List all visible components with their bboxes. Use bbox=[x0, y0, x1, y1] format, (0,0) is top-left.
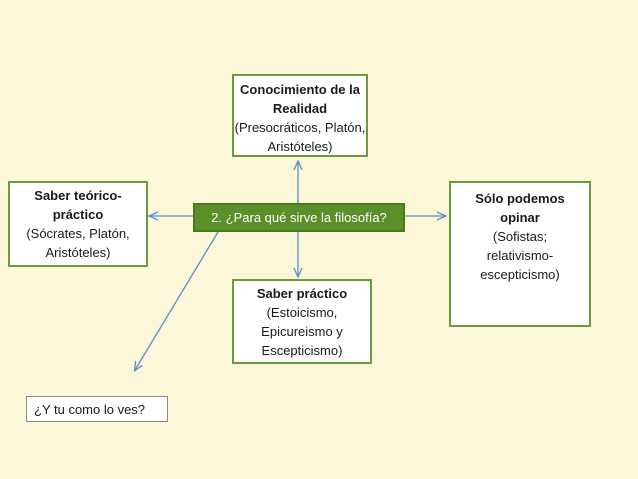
node-center: 2. ¿Para qué sirve la filosofía? bbox=[193, 203, 405, 232]
node-bottom-title: Saber práctico bbox=[256, 286, 348, 301]
node-right-title: Sólo podemos opinar bbox=[475, 191, 565, 225]
node-top-title: Conocimiento de la Realidad bbox=[240, 82, 360, 116]
node-left: Saber teórico-práctico (Sócrates, Platón… bbox=[8, 181, 148, 267]
question-text: ¿Y tu como lo ves? bbox=[34, 401, 146, 417]
question-box: ¿Y tu como lo ves? bbox=[26, 396, 168, 422]
node-top: Conocimiento de la Realidad (Presocrátic… bbox=[232, 74, 368, 157]
node-bottom-subtitle: (Estoicismo, Epicureismo y Escepticismo) bbox=[261, 305, 343, 358]
node-right: Sólo podemos opinar (Sofistas; relativis… bbox=[449, 181, 591, 327]
node-bottom: Saber práctico (Estoicismo, Epicureismo … bbox=[232, 279, 372, 364]
node-center-text: 2. ¿Para qué sirve la filosofía? bbox=[211, 210, 387, 225]
node-left-subtitle: (Sócrates, Platón, Aristóteles) bbox=[26, 226, 130, 260]
node-top-subtitle: (Presocráticos, Platón, Aristóteles) bbox=[234, 120, 366, 154]
node-left-title: Saber teórico-práctico bbox=[34, 188, 122, 222]
node-right-subtitle: (Sofistas; relativismo-escepticismo) bbox=[480, 229, 560, 282]
arrow-to-question bbox=[135, 231, 219, 370]
